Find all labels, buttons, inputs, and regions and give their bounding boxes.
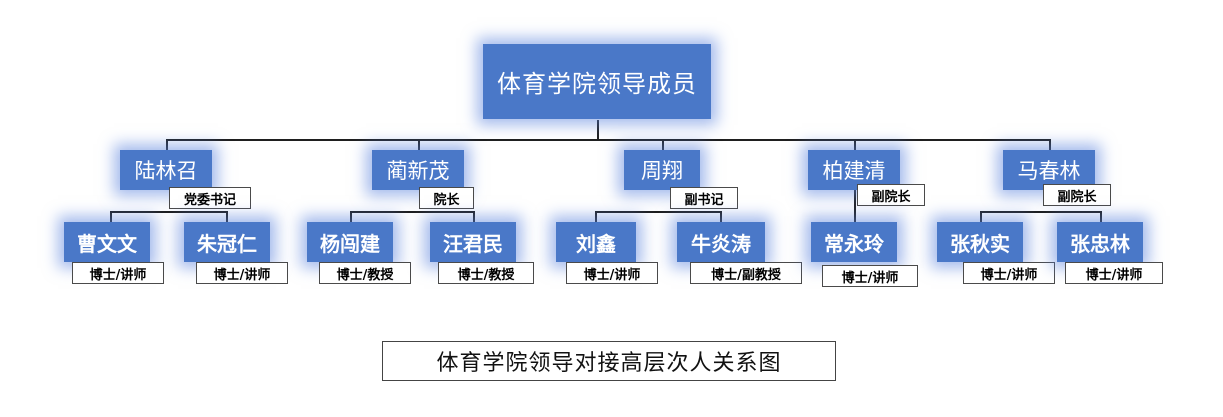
staff-title-4-1: 博士/讲师 <box>822 265 918 287</box>
staff-bus-5-drop-b <box>1100 211 1102 223</box>
leader-node-3: 周翔 <box>624 150 700 190</box>
leader-node-5: 马春林 <box>1003 150 1095 190</box>
staff-title-3-1: 博士/讲师 <box>566 262 658 284</box>
staff-bus-2-drop-a <box>350 211 352 223</box>
staff-drop-4 <box>854 185 856 223</box>
leader-role-1: 党委书记 <box>169 187 251 209</box>
staff-node-2-1: 杨闯建 <box>307 222 393 262</box>
leader-node-1: 陆林召 <box>120 150 212 190</box>
staff-title-5-2: 博士/讲师 <box>1065 262 1163 284</box>
leader-role-4: 副院长 <box>857 184 925 206</box>
staff-bus-5 <box>980 211 1102 213</box>
staff-title-5-1: 博士/讲师 <box>963 262 1055 284</box>
staff-node-3-1: 刘鑫 <box>556 222 636 262</box>
staff-node-5-1: 张秋实 <box>937 222 1023 262</box>
staff-bus-2 <box>350 211 475 213</box>
root-connector <box>597 120 599 140</box>
leader-drop-3 <box>662 139 664 151</box>
staff-bus-3 <box>595 211 722 213</box>
staff-bus-3-drop-b <box>720 211 722 223</box>
leader-drop-4 <box>854 139 856 151</box>
staff-title-1-1: 博士/讲师 <box>72 262 164 284</box>
diagram-caption: 体育学院领导对接高层次人关系图 <box>382 341 836 381</box>
staff-node-3-2: 牛炎涛 <box>677 222 765 262</box>
leader-drop-2 <box>418 139 420 151</box>
staff-bus-3-drop-a <box>595 211 597 223</box>
staff-title-2-2: 博士/教授 <box>438 262 534 284</box>
staff-bus-1-drop-a <box>110 211 112 223</box>
leader-drop-1 <box>166 139 168 151</box>
staff-node-1-1: 曹文文 <box>64 222 150 262</box>
leader-role-2: 院长 <box>419 187 474 209</box>
staff-node-2-2: 汪君民 <box>430 222 516 262</box>
staff-node-5-2: 张忠林 <box>1057 222 1143 262</box>
staff-title-3-2: 博士/副教授 <box>690 262 802 284</box>
leader-drop-5 <box>1049 139 1051 151</box>
staff-bus-1-drop-b <box>226 211 228 223</box>
root-node: 体育学院领导成员 <box>483 44 711 119</box>
staff-bus-5-drop-a <box>980 211 982 223</box>
staff-node-4-1: 常永玲 <box>811 222 897 262</box>
leader-role-5: 副院长 <box>1043 184 1111 206</box>
staff-bus-1 <box>110 211 228 213</box>
staff-title-2-1: 博士/教授 <box>319 262 411 284</box>
leader-role-3: 副书记 <box>670 187 738 209</box>
leaders-bus-line <box>166 139 1051 141</box>
staff-node-1-2: 朱冠仁 <box>184 222 270 262</box>
staff-title-1-2: 博士/讲师 <box>196 262 288 284</box>
leader-node-2: 蔺新茂 <box>372 150 464 190</box>
staff-bus-2-drop-b <box>473 211 475 223</box>
leader-node-4: 柏建清 <box>808 150 900 190</box>
